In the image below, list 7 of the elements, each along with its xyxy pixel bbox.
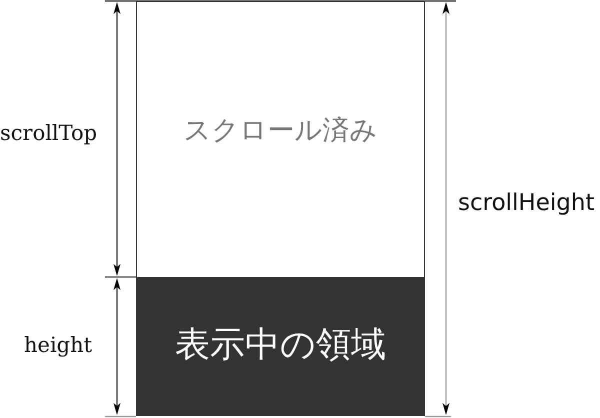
visible-region	[136, 277, 425, 416]
dimension-label: scrollTop	[0, 120, 98, 147]
region-label: 表示中の領域	[175, 328, 386, 363]
scrolled-region	[136, 1, 425, 277]
dimension-label: scrollHeight	[458, 189, 594, 217]
dimension-label: height	[24, 332, 92, 359]
region-label: スクロール済み	[184, 117, 378, 144]
